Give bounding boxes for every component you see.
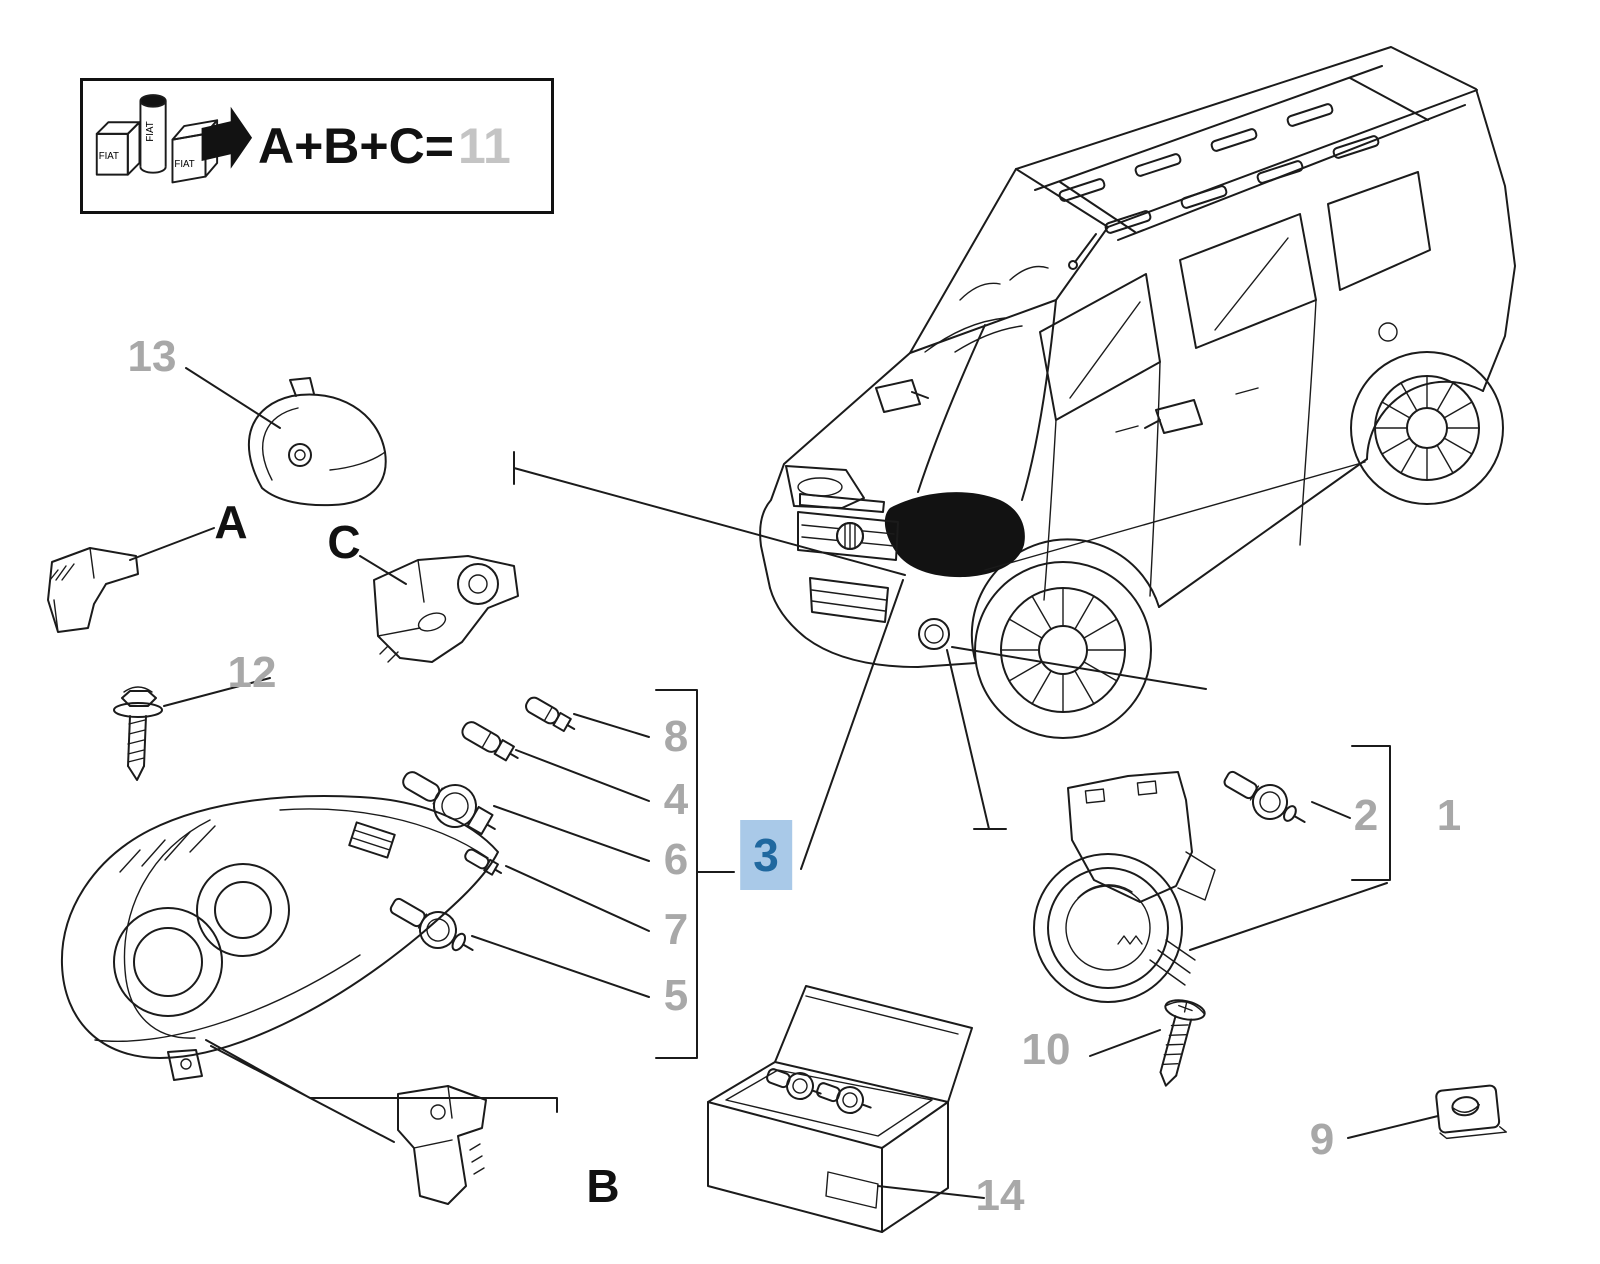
- bulb-2-drawing: [1223, 770, 1306, 823]
- callout-C[interactable]: C: [327, 516, 361, 568]
- kit-bulb-2: [816, 1082, 872, 1114]
- clip-9-drawing: [1435, 1084, 1508, 1140]
- callout-7[interactable]: 7: [663, 905, 689, 954]
- bracket-b-drawing: [397, 1085, 487, 1205]
- screw-10-drawing: [1159, 999, 1206, 1087]
- front-wheel: [974, 561, 1152, 739]
- callout-5[interactable]: 5: [663, 971, 689, 1020]
- callout-12[interactable]: 12: [227, 648, 277, 697]
- bulb-5-drawing: [389, 897, 474, 952]
- vehicle-drawing: [759, 46, 1516, 739]
- bulb-kit-box-drawing: [707, 985, 973, 1233]
- bulb-8-drawing: [525, 696, 576, 733]
- kit-bulb-1: [766, 1068, 822, 1100]
- callout-9[interactable]: 9: [1309, 1115, 1335, 1164]
- callout-8[interactable]: 8: [663, 712, 689, 761]
- callout-10[interactable]: 10: [1021, 1025, 1071, 1074]
- bulb-7-drawing: [464, 848, 503, 876]
- callout-2[interactable]: 2: [1353, 791, 1379, 840]
- fiat-brand-text: FIAT: [99, 151, 119, 162]
- roof-slots: [1058, 103, 1380, 234]
- callout-4[interactable]: 4: [663, 775, 689, 824]
- callout-13[interactable]: 13: [127, 332, 177, 381]
- headlamp-assembly-drawing: [60, 795, 499, 1081]
- callout-B[interactable]: B: [586, 1160, 620, 1212]
- headlamp-location-fill: [884, 492, 1025, 578]
- callout-3-highlighted[interactable]: 3: [740, 820, 792, 890]
- legend-formula: A+B+C=: [258, 118, 454, 174]
- bracket-c-drawing: [373, 555, 519, 663]
- fiat-kit-icon: FIAT FIAT FIAT: [95, 94, 253, 184]
- bulb-4-drawing: [461, 721, 519, 762]
- screw-12-drawing: [113, 686, 163, 781]
- headlamp-cover-drawing: [247, 377, 387, 507]
- callout-A[interactable]: A: [214, 496, 248, 548]
- fog-lamp-location: [918, 618, 950, 650]
- bulb-6-drawing: [402, 771, 496, 836]
- fog-lamp-drawing: [1033, 771, 1216, 1003]
- rear-wheel: [1350, 351, 1504, 505]
- fiat-brand-text: FIAT: [145, 121, 156, 141]
- legend-box: FIAT FIAT FIAT A+B+C= 11: [80, 78, 554, 214]
- legend-kit-number[interactable]: 11: [457, 118, 511, 174]
- callout-6[interactable]: 6: [663, 835, 689, 884]
- fiat-brand-text: FIAT: [174, 159, 194, 170]
- leader-lines: [129, 367, 1439, 1199]
- headlamp-connector: [348, 821, 396, 859]
- callout-14[interactable]: 14: [975, 1171, 1025, 1220]
- bracket-a-drawing: [47, 547, 139, 633]
- callout-1[interactable]: 1: [1436, 791, 1462, 840]
